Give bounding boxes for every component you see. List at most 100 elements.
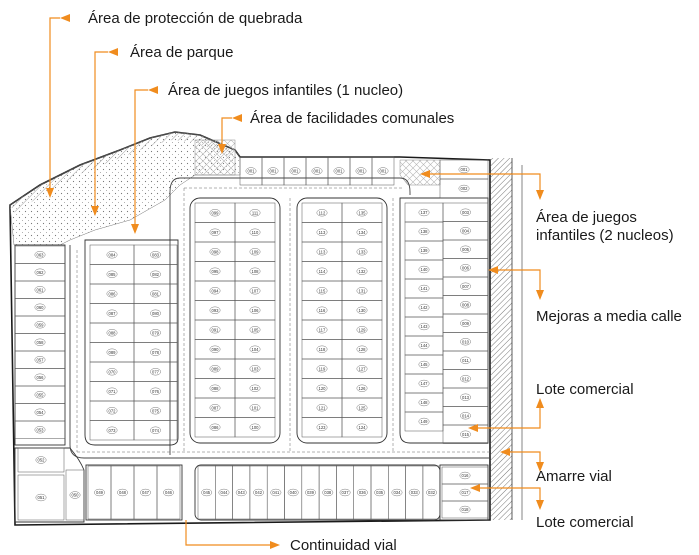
lot-number: 103 bbox=[252, 366, 260, 371]
lot-number: 116 bbox=[319, 308, 326, 313]
lot-number: 017 bbox=[462, 490, 470, 495]
lot-number-marker bbox=[322, 488, 334, 497]
lot-number-marker bbox=[316, 228, 328, 236]
lot-number-marker bbox=[106, 426, 118, 434]
lot-number: 106 bbox=[252, 308, 260, 313]
lot-number: 050 bbox=[72, 493, 80, 498]
lot-number: 059 bbox=[37, 322, 45, 327]
lot-number-marker bbox=[418, 360, 430, 369]
lot-number: 110 bbox=[252, 230, 259, 235]
lot-number-marker bbox=[460, 301, 471, 309]
lot-number-marker bbox=[249, 423, 261, 431]
lot-number-marker bbox=[460, 375, 471, 383]
lot-number-marker bbox=[418, 227, 430, 236]
lot-number: 052 bbox=[38, 458, 46, 463]
lot-number-marker bbox=[209, 365, 221, 373]
lot-number-marker bbox=[209, 267, 221, 275]
lot-number: 114 bbox=[319, 269, 326, 274]
lot-number: 148 bbox=[421, 400, 429, 405]
lot-number-marker bbox=[94, 488, 105, 497]
lot-number-marker bbox=[34, 321, 46, 329]
lot-number: 056 bbox=[37, 375, 45, 380]
lot-number: 134 bbox=[359, 230, 367, 235]
lot-number-marker bbox=[106, 329, 118, 337]
lot-number: 099 bbox=[212, 210, 220, 215]
lot-number-marker bbox=[408, 488, 420, 497]
lot-parcel bbox=[371, 156, 395, 186]
lot-number: 004 bbox=[462, 228, 470, 233]
lot-number-marker bbox=[34, 303, 46, 311]
lot-number: 107 bbox=[252, 288, 260, 293]
leader-arrowheads bbox=[46, 14, 544, 549]
lot-number: 060 bbox=[37, 305, 45, 310]
lot-number-marker bbox=[249, 345, 261, 353]
lot-parcel bbox=[65, 469, 85, 521]
lot-number-marker bbox=[209, 306, 221, 314]
lot-number-marker bbox=[355, 167, 367, 175]
lot-number: 009 bbox=[462, 321, 470, 326]
lot-number-marker bbox=[106, 368, 118, 376]
lot-number-marker bbox=[106, 309, 118, 317]
lot-number: 111 bbox=[252, 210, 259, 215]
lot-number: 093 bbox=[212, 308, 220, 313]
lot-number: 091 bbox=[212, 327, 220, 332]
lot-number-marker bbox=[209, 326, 221, 334]
lot-number: 112 bbox=[319, 210, 326, 215]
lot-number-marker bbox=[458, 184, 470, 193]
playground-1-area bbox=[194, 139, 236, 176]
lot-number: 074 bbox=[152, 428, 160, 433]
lot-number-marker bbox=[34, 426, 46, 434]
lot-parcel bbox=[17, 447, 65, 473]
lot-number-marker bbox=[316, 287, 328, 295]
lot-number: 089 bbox=[109, 350, 117, 355]
lot-number: 047 bbox=[142, 490, 150, 495]
lot-number-marker bbox=[106, 387, 118, 395]
lot-number-marker bbox=[356, 306, 368, 314]
lot-number: 045 bbox=[203, 490, 211, 495]
lot-number: 040 bbox=[290, 490, 298, 495]
lot-number: 101 bbox=[252, 405, 260, 410]
lot-number: 094 bbox=[212, 288, 220, 293]
lot-number-marker bbox=[460, 338, 471, 346]
lot-number: 140 bbox=[421, 267, 429, 272]
lot-number: 131 bbox=[359, 288, 367, 293]
lot-number: 143 bbox=[421, 324, 429, 329]
lot-number: 123 bbox=[319, 425, 327, 430]
lot-number: 098 bbox=[212, 249, 220, 254]
lot-number-marker bbox=[316, 267, 328, 275]
label-juegos-1: Área de juegos infantiles (1 nucleo) bbox=[168, 82, 403, 99]
lot-number-marker bbox=[150, 309, 161, 317]
lot-number-marker bbox=[311, 167, 323, 175]
lot-number-marker bbox=[418, 246, 430, 255]
lot-number: 018 bbox=[462, 507, 470, 512]
lot-number: 001 bbox=[248, 169, 256, 174]
lot-number-marker bbox=[460, 430, 471, 438]
lot-number-marker bbox=[356, 209, 368, 217]
lot-number: 058 bbox=[37, 340, 45, 345]
lot-number: 124 bbox=[359, 425, 367, 430]
lot-number-marker bbox=[34, 268, 46, 276]
lot-number-marker bbox=[249, 306, 261, 314]
lot-number-marker bbox=[316, 326, 328, 334]
lot-number: 125 bbox=[359, 405, 367, 410]
lot-number: 138 bbox=[421, 229, 429, 234]
playground-2-area bbox=[399, 159, 441, 186]
lot-number-marker bbox=[289, 167, 301, 175]
lot-number: 048 bbox=[119, 490, 127, 495]
lot-number-marker bbox=[459, 505, 471, 514]
lot-number-marker bbox=[460, 412, 471, 420]
lot-number-marker bbox=[150, 426, 161, 434]
lot-number: 113 bbox=[319, 249, 326, 254]
lot-number-marker bbox=[356, 488, 368, 497]
lot-number: 007 bbox=[462, 284, 470, 289]
lot-number: 034 bbox=[393, 490, 401, 495]
lot-number-marker bbox=[209, 209, 221, 217]
lot-number-marker bbox=[460, 245, 471, 253]
lot-number-marker bbox=[34, 408, 46, 416]
lot-number-marker bbox=[150, 270, 161, 278]
lot-parcel bbox=[341, 417, 383, 438]
lot-number-marker bbox=[209, 423, 221, 431]
lot-number: 071 bbox=[109, 389, 117, 394]
